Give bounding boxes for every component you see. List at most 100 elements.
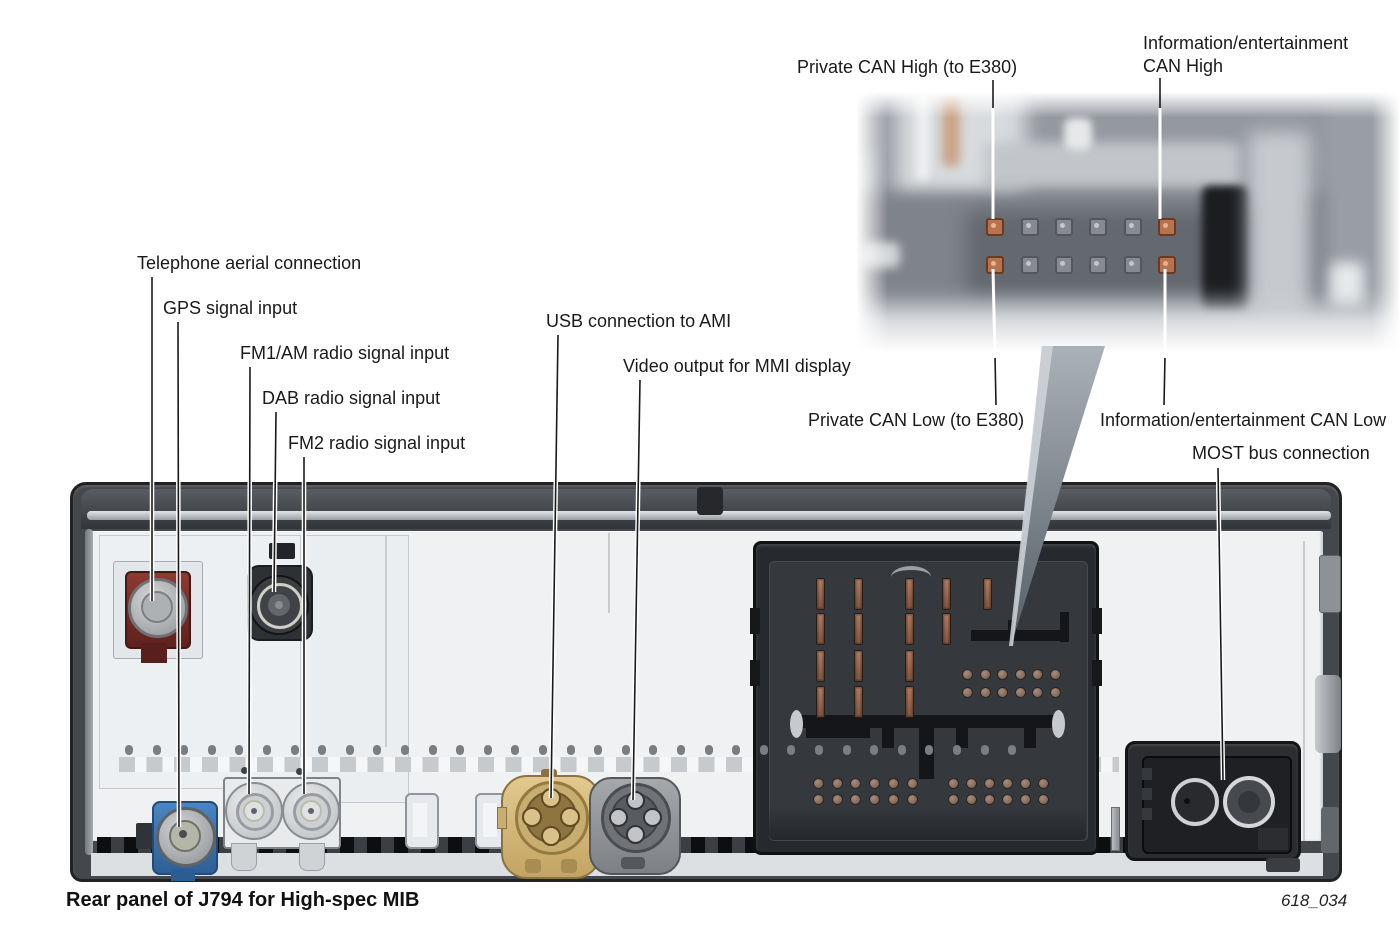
io-pin [966, 778, 977, 789]
inset-fade-left [856, 92, 888, 352]
inset-highlight [1330, 262, 1364, 308]
io-pin [831, 794, 843, 805]
spring-clip-hole [413, 803, 427, 837]
fm1-coax-pin [251, 808, 257, 814]
vent-dot [456, 745, 465, 755]
chassis-top-notch [697, 487, 723, 515]
key-stub [1024, 728, 1036, 748]
video-hsd-pin [626, 791, 645, 810]
blade-pin [854, 686, 863, 718]
side-tab-upper [1319, 555, 1341, 613]
io-pin [948, 794, 959, 805]
blade-pin [905, 650, 914, 682]
blade-pin [942, 613, 951, 645]
label-most-bus: MOST bus connection [1192, 443, 1370, 463]
usb-hsd-pin [541, 788, 561, 808]
vent-dot [842, 745, 851, 755]
spring-clip-hole [483, 803, 497, 837]
most-step [1258, 828, 1288, 850]
io-pin [1020, 794, 1031, 805]
io-pin [887, 778, 899, 789]
blade-pin [905, 686, 914, 718]
can-pin-grid-pin [1049, 687, 1061, 698]
most-notch [1142, 808, 1152, 820]
can-pin-grid-pin [1014, 687, 1026, 698]
most-port-left [1171, 778, 1219, 826]
inset-pin-core [1094, 223, 1099, 228]
connector-arc-detail [891, 566, 931, 588]
inset-pin [1055, 256, 1073, 274]
inset-pin [1089, 218, 1107, 236]
inset-pin-core [1163, 261, 1168, 266]
inset-fade-bottom [856, 310, 1400, 352]
usb-hsd-pin [522, 807, 542, 827]
inset-housing-top [984, 142, 1240, 190]
io-pin [984, 794, 995, 805]
connector-notch [1092, 660, 1102, 686]
inset-fade-top [856, 92, 1400, 118]
io-pin [906, 778, 918, 789]
can-pin-grid-pin [962, 687, 973, 698]
inset-pin [1021, 256, 1039, 274]
dab-connector-tab [269, 543, 295, 559]
inset-pin [1089, 256, 1107, 274]
panel-seam [1303, 541, 1305, 841]
inset-can-pin-highlighted [986, 256, 1004, 274]
gps-fakra-ring [169, 820, 201, 852]
blade-pin [983, 578, 992, 610]
vent-dot [787, 745, 796, 755]
vent-dot [539, 745, 547, 755]
io-pin [948, 778, 959, 789]
small-pin [1111, 807, 1120, 851]
label-private-can-high: Private CAN High (to E380) [797, 57, 1018, 77]
blade-pin [905, 613, 914, 645]
can-pin-grid-pin [1032, 669, 1043, 680]
io-pin [1038, 794, 1049, 805]
vent-dot [428, 745, 437, 755]
key-stub [882, 728, 894, 748]
panel-seam [608, 533, 610, 613]
most-lower-tab [1266, 858, 1300, 872]
side-knob [1315, 675, 1341, 753]
io-pin [966, 794, 977, 805]
figure-drawing-number: 618_034 [1281, 891, 1348, 910]
blade-pin [816, 578, 825, 610]
key-bar-end [1060, 612, 1069, 642]
can-pin-grid-pin [997, 687, 1008, 698]
connector-bottom-shade [769, 806, 1086, 840]
inset-pin-core [1060, 261, 1065, 266]
label-video-mmi: Video output for MMI display [623, 356, 851, 376]
io-pin [887, 794, 899, 805]
screw-dot [296, 768, 303, 775]
io-pin [1002, 778, 1013, 789]
io-pin [1002, 794, 1013, 805]
vent-dot [980, 745, 989, 755]
inset-pin-core [1163, 223, 1168, 228]
vent-dot [677, 745, 685, 755]
io-pin [850, 778, 862, 789]
video-hsd-pin [609, 808, 628, 827]
chassis-top-highlight [87, 511, 1331, 520]
vent-dot [483, 745, 492, 755]
io-pin [1020, 778, 1031, 789]
side-tab-lower [1321, 807, 1339, 853]
inset-pin [1055, 218, 1073, 236]
blade-pin [854, 578, 863, 610]
inset-pin-core [1129, 261, 1134, 266]
screw-dot [241, 767, 248, 774]
inset-pin [1124, 256, 1142, 274]
vent-dot [870, 745, 879, 755]
label-info-can-high: Information/entertainment CAN High [1143, 33, 1349, 76]
can-pin-grid-pin [979, 687, 991, 698]
blade-pin [905, 578, 914, 610]
io-pin [850, 794, 862, 805]
key-bar-tick [1008, 620, 1017, 632]
can-pin-grid-pin [962, 669, 973, 680]
vent-dot [953, 745, 961, 755]
can-pin-grid-pin [1014, 669, 1026, 680]
io-pin [813, 778, 824, 789]
vent-dot [594, 745, 603, 755]
key-crescent [790, 710, 803, 738]
video-hsd-cutout [621, 857, 645, 869]
